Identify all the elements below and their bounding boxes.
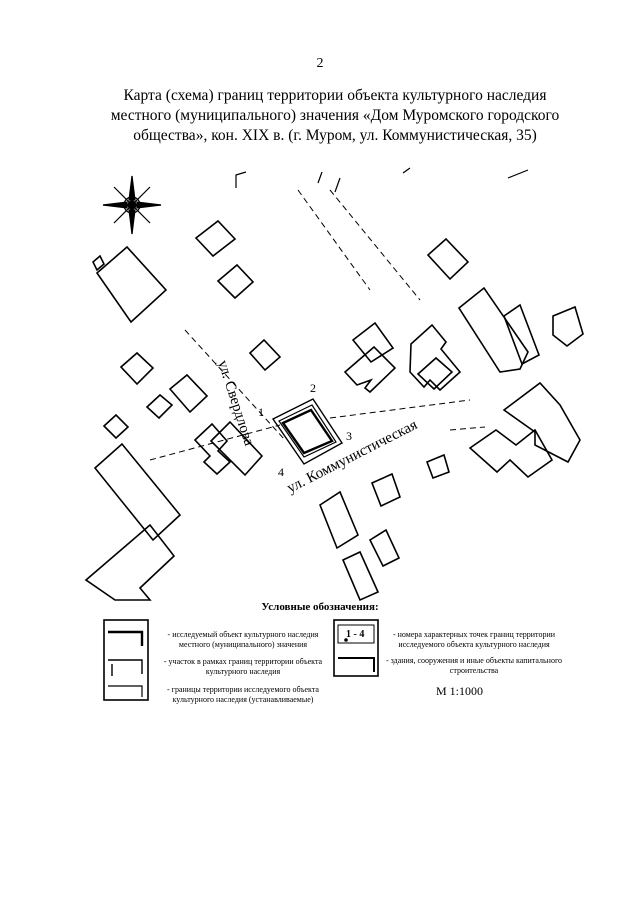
building	[93, 442, 182, 542]
surrounding-buildings	[84, 219, 584, 602]
building	[409, 323, 462, 392]
building	[319, 490, 360, 550]
building	[341, 550, 380, 602]
building	[426, 237, 470, 281]
title-line-2: местного (муниципального) значения «Дом …	[110, 107, 560, 124]
boundary-outline	[271, 398, 344, 465]
legend-label-points: - номера характерных точек границ террит…	[392, 630, 556, 649]
page-title: Карта (схема) границ территории объекта …	[60, 86, 610, 146]
building	[370, 472, 401, 508]
building	[457, 286, 529, 373]
building	[168, 373, 209, 414]
building	[468, 428, 554, 479]
compass-rose-icon	[102, 175, 162, 235]
building	[351, 321, 395, 364]
building	[119, 351, 155, 386]
legend-label-object: - исследуемый объект культурного наследи…	[167, 630, 319, 649]
building	[209, 420, 264, 477]
building	[248, 338, 282, 372]
building	[368, 528, 401, 568]
legend-label-boundary: - границы территории исследуемого объект…	[167, 685, 319, 704]
building	[502, 381, 581, 464]
plot-outline	[278, 404, 337, 458]
boundary-point-1: 1	[258, 405, 264, 419]
building	[343, 345, 397, 394]
building	[194, 219, 237, 258]
building	[503, 303, 540, 366]
legend-swatch-boundary	[108, 685, 143, 697]
legend-swatch-plot	[108, 659, 143, 676]
building	[92, 254, 105, 272]
legend-swatch-buildings	[338, 657, 375, 672]
legend-swatch-points-frame	[333, 619, 379, 677]
building	[102, 413, 130, 440]
building	[216, 263, 255, 300]
legend-point-dot	[344, 638, 348, 642]
partial-lines	[235, 167, 529, 193]
title-line-1: Карта (схема) границ территории объекта …	[123, 87, 547, 104]
building	[425, 453, 450, 480]
legend-title: Условные обозначения:	[261, 601, 379, 613]
page-number: 2	[316, 56, 324, 71]
building	[95, 245, 168, 324]
building	[145, 393, 174, 420]
street-lines	[149, 189, 486, 461]
heritage-object	[271, 398, 344, 465]
boundary-point-4: 4	[278, 465, 284, 479]
legend-label-plot: - участок в рамках границ территории объ…	[163, 657, 323, 676]
legend-swatch-object	[108, 630, 144, 646]
title-line-3: общества», кон. XIX в. (г. Муром, ул. Ко…	[133, 127, 537, 144]
building	[193, 422, 232, 476]
legend-points-symbol: 1 - 4	[346, 629, 364, 640]
building	[416, 356, 454, 391]
boundary-point-3: 3	[346, 429, 352, 443]
building-outline	[281, 408, 334, 455]
building	[552, 305, 584, 348]
legend-label-buildings: - здания, сооружения и иные объекты капи…	[385, 656, 563, 675]
boundary-point-2: 2	[310, 381, 316, 395]
map-scale: М 1:1000	[436, 684, 484, 698]
boundary-point-labels: 1 2 3 4	[258, 381, 352, 479]
legend-swatch-frame	[103, 619, 149, 701]
building	[84, 523, 176, 601]
